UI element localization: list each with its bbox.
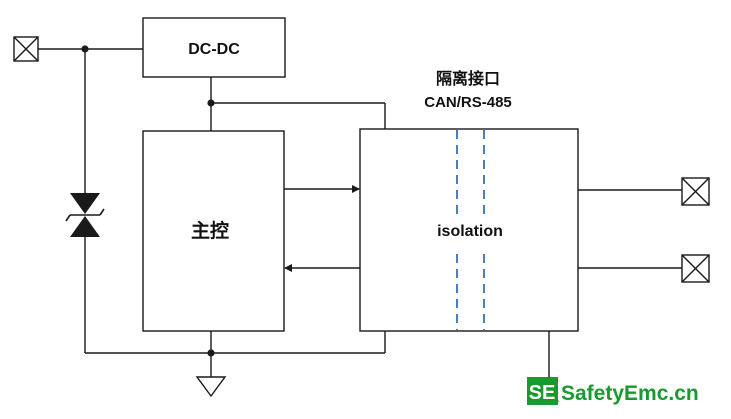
interface-subtitle: CAN/RS-485 <box>424 94 512 111</box>
input-connector <box>13 36 39 62</box>
isolation-label: isolation <box>437 223 503 240</box>
watermark-logo: SE SafetyEmc.cn <box>527 377 699 405</box>
junction-dot-power <box>207 99 215 107</box>
mcu-block <box>142 130 285 332</box>
isolation-block <box>359 128 579 332</box>
tvs-diode-symbol <box>65 193 105 237</box>
junction-dot-ground <box>207 349 215 357</box>
ground-symbol <box>195 376 227 398</box>
mcu-label: 主控 <box>191 219 229 242</box>
dcdc-block <box>142 17 286 78</box>
output-connector-1 <box>681 177 710 206</box>
isolation-barrier <box>456 130 485 330</box>
dcdc-label: DC-DC <box>188 41 240 58</box>
junction-dot-input <box>81 45 89 53</box>
watermark-badge: SE <box>529 382 556 404</box>
output-connector-2 <box>681 254 710 283</box>
watermark-text: SafetyEmc.cn <box>561 382 699 405</box>
interface-title: 隔离接口 <box>436 69 500 88</box>
